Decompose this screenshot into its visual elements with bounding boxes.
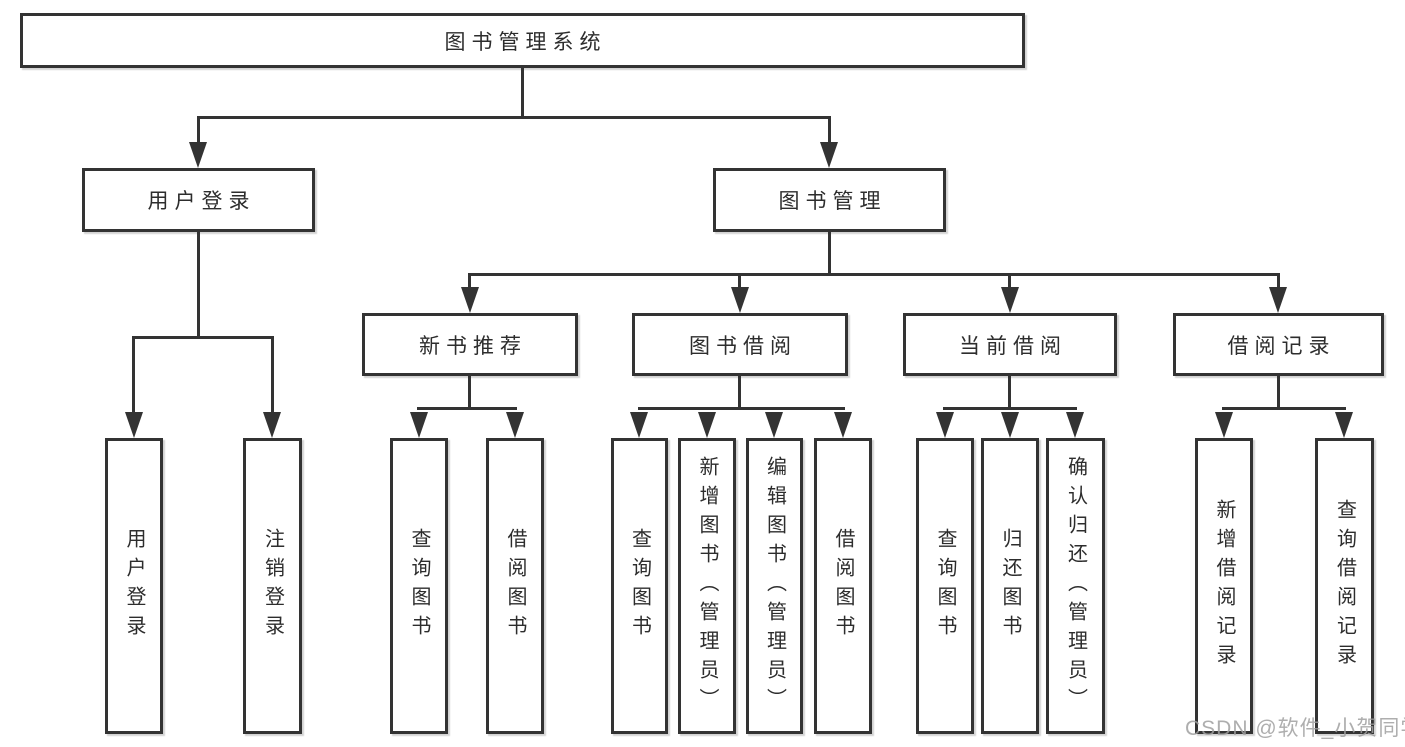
leaf-query-books-recommend: 查询图书 xyxy=(390,438,448,734)
connector-line xyxy=(828,232,831,276)
arrow-down-icon xyxy=(1335,412,1353,438)
leaf-confirm-return-admin: 确认归还（管理员） xyxy=(1046,438,1105,734)
leaf-query-books-current: 查询图书 xyxy=(916,438,974,734)
leaf-add-borrow-record: 新增借阅记录 xyxy=(1195,438,1253,734)
connector-line xyxy=(1008,376,1011,410)
arrow-down-icon xyxy=(820,142,838,168)
node-borrowing-records: 借阅记录 xyxy=(1173,313,1384,376)
connector-line xyxy=(197,232,200,338)
connector-line xyxy=(132,336,274,339)
node-current-borrowing: 当前借阅 xyxy=(903,313,1117,376)
connector-line xyxy=(1222,407,1346,410)
node-book-borrowing: 图书借阅 xyxy=(632,313,848,376)
arrow-down-icon xyxy=(506,412,524,438)
leaf-borrow-books-recommend: 借阅图书 xyxy=(486,438,544,734)
connector-line xyxy=(468,276,471,290)
connector-line xyxy=(468,376,471,410)
arrow-down-icon xyxy=(1269,287,1287,313)
connector-line xyxy=(132,338,135,414)
connector-line xyxy=(738,376,741,410)
leaf-user-login: 用户登录 xyxy=(105,438,163,734)
arrow-down-icon xyxy=(125,412,143,438)
arrow-down-icon xyxy=(1001,287,1019,313)
arrow-down-icon xyxy=(936,412,954,438)
arrow-down-icon xyxy=(189,142,207,168)
leaf-query-borrow-record: 查询借阅记录 xyxy=(1315,438,1374,734)
watermark: CSDN @软件_小贺同学 xyxy=(1185,717,1405,740)
node-book-management: 图书管理 xyxy=(713,168,946,232)
connector-line xyxy=(417,407,517,410)
leaf-logout: 注销登录 xyxy=(243,438,302,734)
connector-line xyxy=(738,276,741,290)
connector-line xyxy=(1008,276,1011,290)
arrow-down-icon xyxy=(1215,412,1233,438)
arrow-down-icon xyxy=(1001,412,1019,438)
node-new-book-recommendation: 新书推荐 xyxy=(362,313,578,376)
connector-line xyxy=(521,68,524,118)
arrow-down-icon xyxy=(461,287,479,313)
arrow-down-icon xyxy=(263,412,281,438)
connector-line xyxy=(468,273,1280,276)
connector-line xyxy=(828,118,831,146)
connector-line xyxy=(638,407,845,410)
arrow-down-icon xyxy=(765,412,783,438)
arrow-down-icon xyxy=(630,412,648,438)
leaf-borrow-books-borrowing: 借阅图书 xyxy=(814,438,872,734)
node-user-login: 用户登录 xyxy=(82,168,315,232)
node-root-library-system: 图书管理系统 xyxy=(20,13,1025,68)
arrow-down-icon xyxy=(731,287,749,313)
connector-line xyxy=(943,407,1077,410)
leaf-edit-book-admin: 编辑图书（管理员） xyxy=(746,438,803,734)
connector-line xyxy=(197,118,200,146)
leaf-add-book-admin: 新增图书（管理员） xyxy=(678,438,736,734)
arrow-down-icon xyxy=(834,412,852,438)
leaf-query-books-borrowing: 查询图书 xyxy=(611,438,668,734)
connector-line xyxy=(1277,376,1280,410)
arrow-down-icon xyxy=(410,412,428,438)
connector-line xyxy=(1277,276,1280,290)
connector-line xyxy=(197,116,831,119)
leaf-return-books: 归还图书 xyxy=(981,438,1039,734)
arrow-down-icon xyxy=(1066,412,1084,438)
connector-line xyxy=(271,338,274,414)
arrow-down-icon xyxy=(698,412,716,438)
